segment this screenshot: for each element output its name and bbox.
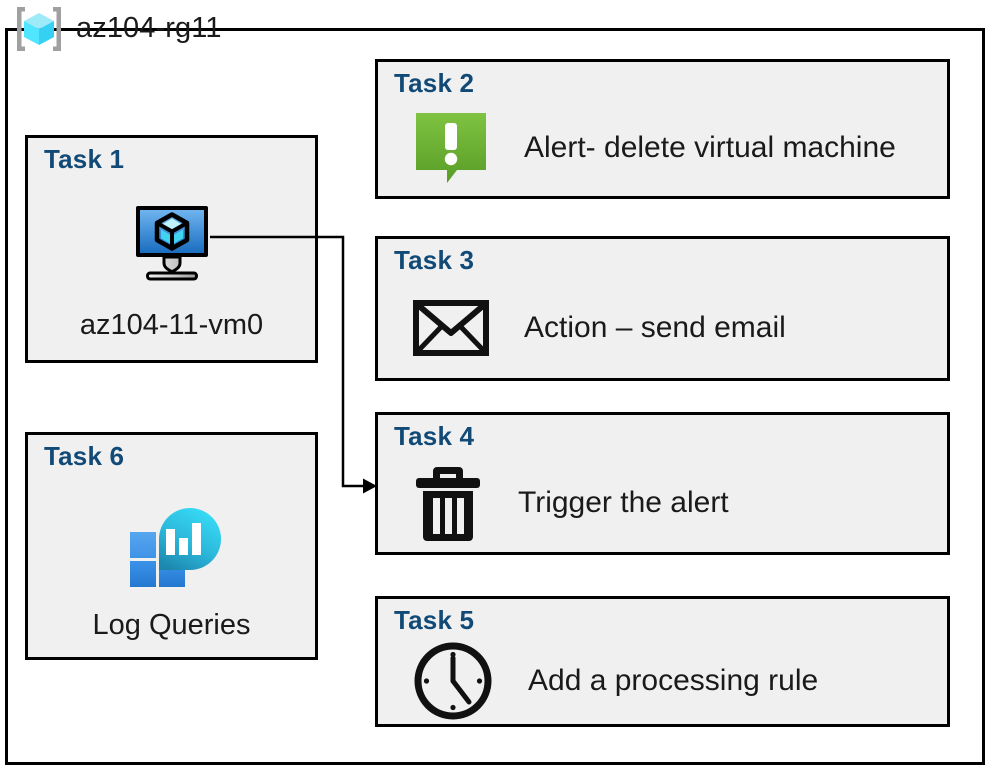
task6-title: Task 6	[44, 441, 125, 471]
task1-card[interactable]: Task 1	[25, 135, 318, 363]
task3-body: Action – send email	[412, 283, 937, 372]
resource-group-container	[5, 28, 985, 765]
task5-label: Add a processing rule	[528, 663, 819, 697]
task1-title: Task 1	[44, 144, 125, 174]
task4-label: Trigger the alert	[518, 485, 729, 519]
task6-label: Log Queries	[92, 608, 251, 641]
task1-label: az104-11-vm0	[79, 308, 264, 341]
task4-card[interactable]: Task 4 Trigger the alert	[375, 412, 950, 555]
virtual-machine-icon	[135, 206, 208, 281]
task2-card[interactable]: Task 2 Alert- delete virtual machine	[375, 59, 950, 199]
resource-group-title-gap	[30, 51, 298, 67]
email-envelope-icon	[413, 299, 489, 356]
task2-body: Alert- delete virtual machine	[412, 106, 937, 190]
task4-body: Trigger the alert	[412, 459, 937, 546]
task5-title: Task 5	[394, 605, 475, 635]
task3-title: Task 3	[394, 245, 475, 275]
task2-label: Alert- delete virtual machine	[524, 131, 896, 164]
trash-delete-icon	[416, 466, 480, 541]
task6-card[interactable]: Task 6	[25, 432, 318, 660]
log-analytics-icon	[129, 508, 221, 588]
task3-label: Action – send email	[524, 310, 786, 344]
resource-group-header: az104-rg11	[12, 2, 222, 56]
task2-title: Task 2	[394, 68, 475, 98]
clock-icon	[414, 642, 492, 719]
task4-title: Task 4	[394, 421, 475, 451]
resource-group-name: az104-rg11	[76, 11, 222, 44]
resource-group-cube-icon	[17, 7, 61, 51]
task1-body: az104-11-vm0	[28, 188, 315, 354]
task5-body: Add a processing rule	[412, 642, 937, 719]
task6-body: Log Queries	[28, 485, 315, 651]
alert-exclamation-icon	[416, 113, 486, 183]
task3-card[interactable]: Task 3 Action – send email	[375, 236, 950, 381]
task5-card[interactable]: Task 5 Add a processing rule	[375, 596, 950, 727]
